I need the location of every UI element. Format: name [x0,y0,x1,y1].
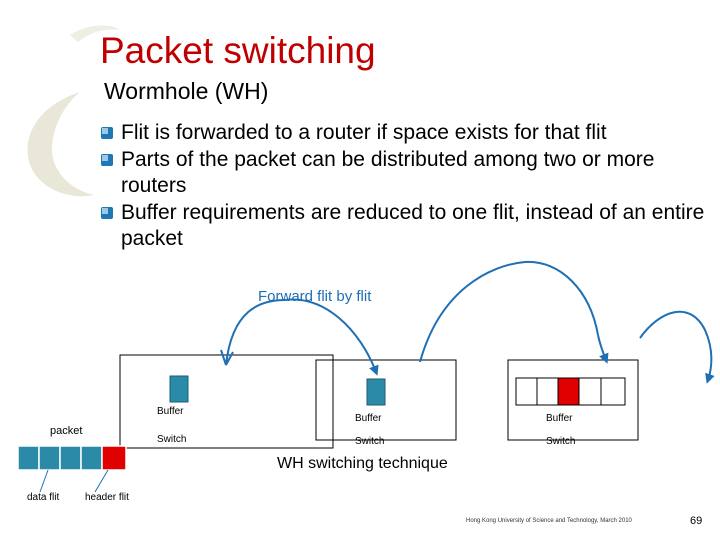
buffer-cell [536,377,559,406]
bullet-text: Flit is forwarded to a router if space e… [121,121,607,144]
buffer-cell [578,377,602,406]
bullet-text: Parts of the packet can be distributed a… [121,147,655,198]
router-box-2 [315,359,457,441]
buffer-flit-2 [366,378,386,406]
header-flit [101,445,127,471]
header-flit-label: header flit [85,492,129,503]
packet-flits [17,445,127,471]
bullet-box-icon [101,206,113,219]
forward-arrow-4 [639,310,715,384]
router-box-1 [119,354,334,449]
buffer-cell [600,377,626,406]
data-flit [59,445,82,471]
router-1-buffer-label: Buffer [157,406,184,417]
forward-arrow-1 [225,299,286,366]
forward-arrow-1-head [220,349,234,366]
bullet-list: Flit is forwarded to a router if space e… [100,120,710,253]
footer-text: Hong Kong University of Science and Tech… [466,518,632,524]
data-flit [80,445,103,471]
buffer-cells-3 [515,377,626,406]
router-3-buffer-label: Buffer [546,413,573,424]
router-2-switch-label: Switch [355,436,385,447]
data-flit [38,445,61,471]
buffer-flit-1 [169,375,189,403]
router-3-switch-label: Switch [546,436,576,447]
router-2-buffer-label: Buffer [355,413,382,424]
forward-arrow-3-tip [597,334,609,364]
slide-subtitle: Wormhole (WH) [104,78,269,104]
forward-arrow-2 [284,298,379,376]
data-flit-pointer [39,469,49,493]
bullet-box-icon [101,153,113,166]
packet-label: packet [50,425,83,437]
swoosh-shape [27,92,95,197]
technique-caption: WH switching technique [277,455,448,472]
router-box-3 [507,359,639,441]
bullet-box-icon [101,127,113,139]
header-flit-cell [557,377,580,406]
buffer-cell [515,377,538,406]
header-flit-pointer [94,469,109,493]
data-flit-label: data flit [27,492,60,503]
bullet-item: Buffer requirements are reduced to one f… [100,200,710,253]
bullet-item: Flit is forwarded to a router if space e… [100,120,710,147]
router-1-switch-label: Switch [157,434,187,445]
data-flit [17,445,40,471]
slide-title: Packet switching [100,30,376,71]
bullet-text: Buffer requirements are reduced to one f… [121,200,705,251]
swoosh-top [70,25,120,42]
page-number: 69 [690,515,703,527]
forward-arrow-3 [419,260,599,363]
bullet-item: Parts of the packet can be distributed a… [100,147,710,200]
